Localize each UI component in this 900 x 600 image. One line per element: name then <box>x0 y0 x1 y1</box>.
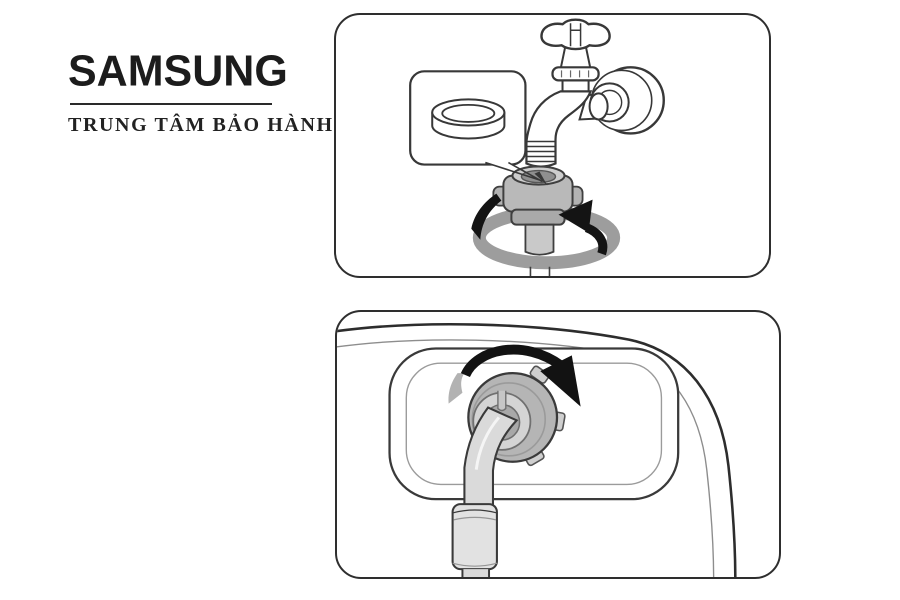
rotation-arrow-tail-gray <box>448 373 465 404</box>
washer-seal-icon <box>431 98 506 140</box>
figure-tap-connection <box>334 13 771 278</box>
rotation-arrow-left <box>471 193 502 240</box>
callout-pointer <box>485 161 548 186</box>
rotation-arrow-right-head <box>558 199 593 233</box>
faucet-body <box>525 90 593 168</box>
inlet-hose <box>451 406 519 577</box>
rotation-arrow-arc <box>460 344 565 378</box>
rotation-arrow-right-tail <box>584 223 608 256</box>
faucet-handle <box>540 18 611 51</box>
washer-callout <box>409 70 543 182</box>
hose-highlight <box>474 416 501 470</box>
faucet-handle-slot <box>569 23 582 47</box>
hose-below-sleeve <box>462 569 490 577</box>
hose-lines-below-band <box>529 266 551 276</box>
washer-inlet-hose-illustration <box>337 323 737 577</box>
rotation-arrow-head <box>540 355 581 407</box>
spout-threads <box>526 140 556 163</box>
rotation-arrow <box>448 344 581 407</box>
logo-divider <box>70 103 272 105</box>
recess-inner <box>405 362 663 486</box>
collar-ticks <box>560 70 590 78</box>
hose-sleeve <box>451 503 498 571</box>
machine-edge-outer <box>337 323 737 577</box>
pointer-needle <box>534 171 548 186</box>
sleeve-ridge-top <box>452 509 498 514</box>
nut-shade-ring <box>471 382 546 457</box>
faucet-collar <box>551 66 600 82</box>
pipe-joint <box>588 92 609 121</box>
nut-lower-tier <box>510 208 566 226</box>
figure-inlet-connection <box>335 310 781 579</box>
sleeve-ridge <box>453 516 497 521</box>
rotation-arrows <box>471 193 608 256</box>
faucet <box>525 18 665 168</box>
hose-below-lines <box>461 569 491 577</box>
hose-end <box>524 223 555 256</box>
tap-hose-connection-illustration <box>409 18 665 276</box>
sleeve-ridge-bottom <box>452 562 498 567</box>
nut-keyhole-slot <box>497 390 507 412</box>
samsung-wordmark: SAMSUNG <box>68 46 288 96</box>
brand-logo: SAMSUNG TRUNG TÂM BẢO HÀNH <box>68 46 334 137</box>
brand-subtitle: TRUNG TÂM BẢO HÀNH <box>68 114 334 136</box>
